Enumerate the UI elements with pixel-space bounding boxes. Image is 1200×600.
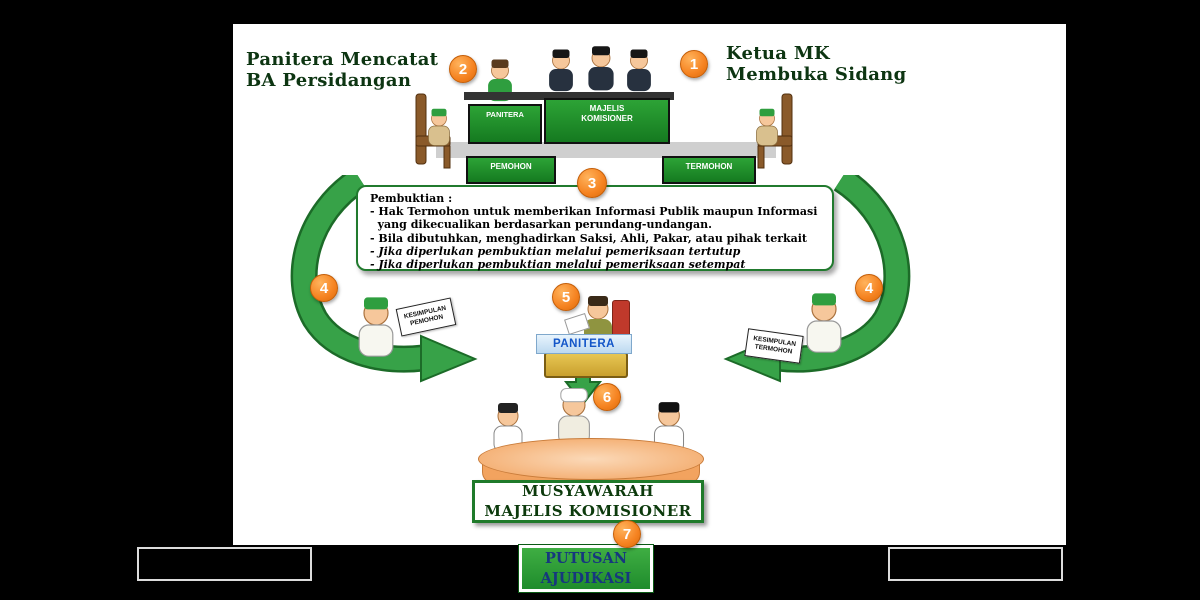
- person-judge-left: [549, 49, 573, 92]
- bench-top: [464, 92, 674, 100]
- desk-termohon: TERMOHON: [662, 156, 756, 184]
- step-badge-4-right: 4: [855, 274, 883, 302]
- step-badge-2: 2: [449, 55, 477, 83]
- pembuktian-item: - Hak Termohon untuk memberikan Informas…: [370, 205, 818, 232]
- meeting-table: [478, 438, 704, 480]
- caption-ketua-mk: Ketua MK Membuka Sidang: [726, 43, 907, 85]
- panel-majelis-komisioner: MAJELIS KOMISIONER: [544, 98, 670, 144]
- step-badge-5: 5: [552, 283, 580, 311]
- panitera-banner: PANITERA: [536, 334, 632, 354]
- desk-pemohon: PEMOHON: [466, 156, 556, 184]
- musyawarah-box: MUSYAWARAH MAJELIS KOMISIONER: [472, 480, 704, 523]
- pembuktian-box: Pembuktian : - Hak Termohon untuk member…: [356, 185, 834, 271]
- placeholder-frame-left: [137, 547, 312, 581]
- caption-panitera-mencatat: Panitera Mencatat BA Persidangan: [246, 49, 439, 91]
- step-badge-4-left: 4: [310, 274, 338, 302]
- person-pemohon: [428, 108, 450, 146]
- step-badge-6: 6: [593, 383, 621, 411]
- person-judge-right: [627, 49, 651, 92]
- step-badge-7: 7: [613, 520, 641, 548]
- person-kesimpulan-termohon: [806, 293, 842, 353]
- panel-panitera: PANITERA: [468, 104, 542, 144]
- panitera-desk: [544, 352, 628, 378]
- placeholder-frame-right: [888, 547, 1063, 581]
- pembuktian-item: - Jika diperlukan pembuktian melalui pem…: [370, 257, 746, 271]
- person-kesimpulan-pemohon: [358, 297, 394, 357]
- courtroom-floor: [436, 142, 776, 158]
- pembuktian-item: - Jika diperlukan pembuktian melalui pem…: [370, 244, 741, 258]
- person-termohon: [756, 108, 778, 146]
- person-musyawarah-center: [558, 387, 590, 446]
- person-judge-center: [588, 46, 614, 91]
- step-badge-1: 1: [680, 50, 708, 78]
- step-badge-3: 3: [577, 168, 607, 198]
- pembuktian-item: - Bila dibutuhkan, menghadirkan Saksi, A…: [370, 231, 808, 245]
- putusan-ajudikasi-box: PUTUSAN AJUDIKASI: [519, 545, 653, 592]
- pembuktian-title: Pembuktian :: [370, 192, 453, 205]
- curved-arrow-left-icon: [290, 175, 478, 383]
